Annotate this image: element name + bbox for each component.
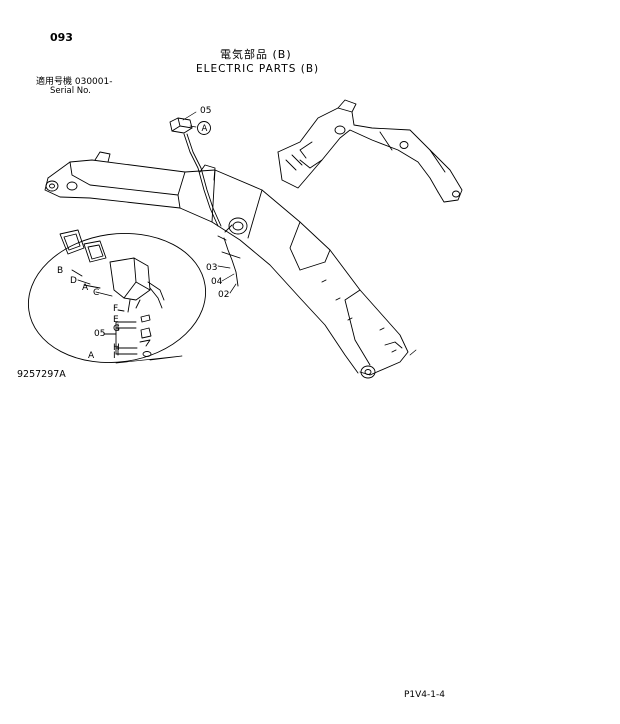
callout-04: 04 (211, 277, 223, 287)
callout-f: F (113, 304, 118, 314)
serial-label-english: Serial No. (50, 86, 91, 96)
callout-e: E (113, 315, 119, 325)
detail-view-ellipse (27, 232, 207, 364)
page-title-english: ELECTRIC PARTS (B) (196, 63, 320, 75)
callout-g: G (113, 324, 120, 334)
callout-c: C (93, 288, 99, 298)
page-title-japanese: 電気部品 (B) (220, 48, 292, 61)
callout-05-detail: 05 (94, 329, 105, 339)
callout-a-detail: A (82, 283, 89, 293)
callout-labels: 05 A 03 04 02 B D A C F E 05 G H I A (57, 106, 229, 361)
callout-d: D (70, 276, 77, 286)
callout-i: I (113, 351, 116, 361)
leader-lines (182, 111, 237, 294)
callout-circle-a (197, 121, 211, 135)
callout-h: H (113, 343, 120, 353)
boom-drawing (44, 151, 409, 379)
detail-bracket (115, 355, 183, 364)
arm-bucket-drawing (277, 99, 463, 203)
callout-a-circle-text: A (202, 124, 208, 134)
callout-03: 03 (206, 263, 217, 273)
work-light-drawing (169, 117, 241, 287)
callout-b: B (57, 266, 63, 276)
callout-02: 02 (218, 290, 229, 300)
figure-code: 9257297A (17, 369, 66, 380)
detail-lamp-drawing (59, 229, 165, 357)
serial-label-japanese: 適用号機 030001- (36, 77, 113, 87)
callout-a-bottom: A (88, 351, 95, 361)
page-number: 093 (50, 31, 73, 44)
footer-code: P1V4-1-4 (404, 690, 445, 700)
callout-05-top: 05 (200, 106, 211, 116)
